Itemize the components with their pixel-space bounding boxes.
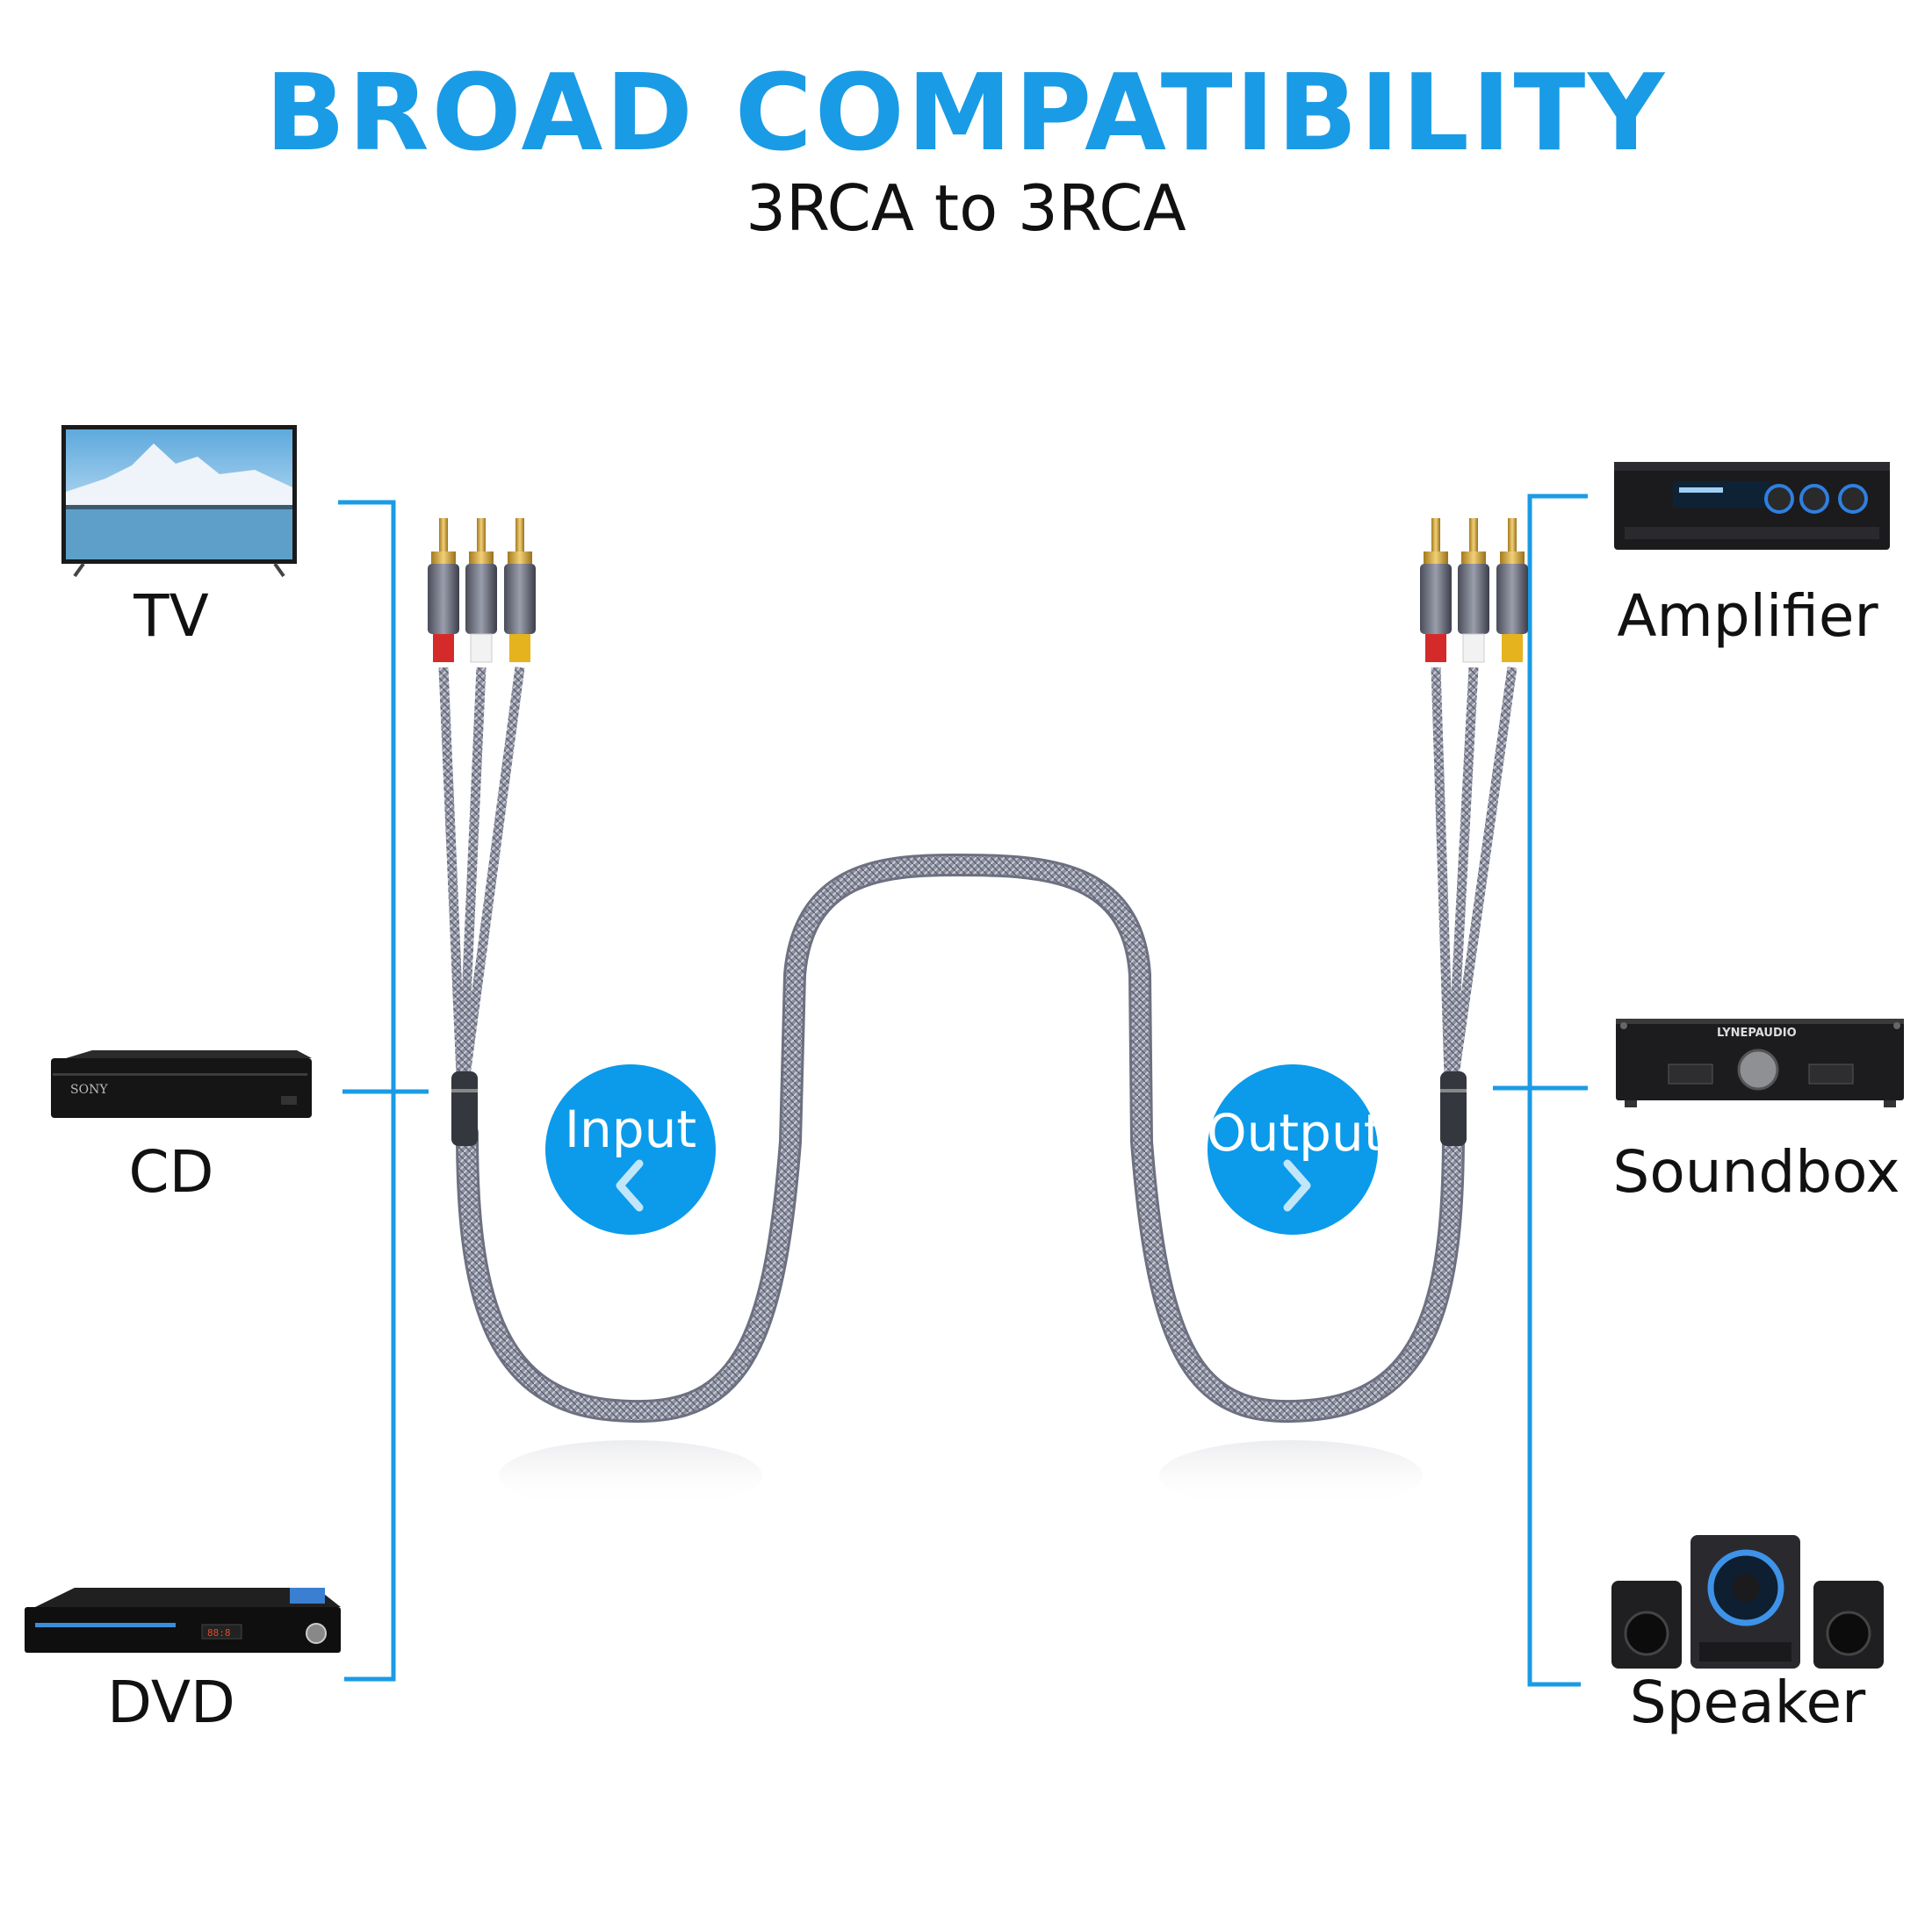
device-label-cd: CD — [128, 1138, 214, 1206]
right-branches — [1431, 667, 1517, 1077]
left-branches — [438, 667, 525, 1077]
output-label: Output — [1207, 1103, 1384, 1163]
page-subtitle: 3RCA to 3RCA — [746, 171, 1186, 245]
left-rca-plugs — [428, 518, 536, 663]
chevron-right-icon — [1283, 1159, 1311, 1212]
cd-player-icon: SONY — [51, 1050, 312, 1118]
device-label-amplifier: Amplifier — [1617, 582, 1878, 650]
left-splitter — [451, 1071, 478, 1146]
svg-text:88:8: 88:8 — [207, 1627, 231, 1639]
device-label-speaker: Speaker — [1629, 1669, 1866, 1736]
rca-cable — [456, 853, 1465, 1424]
cable-reflection — [499, 1440, 762, 1510]
svg-text:LYNEPAUDIO: LYNEPAUDIO — [1717, 1027, 1797, 1040]
dvd-player-icon: 88:8 — [25, 1588, 341, 1653]
left-bracket — [338, 500, 429, 1682]
amplifier-icon — [1614, 462, 1890, 550]
right-rca-plugs — [1420, 518, 1528, 663]
device-label-soundbox: Soundbox — [1612, 1138, 1900, 1206]
input-bubble — [545, 1064, 716, 1235]
soundbox-icon: LYNEPAUDIO — [1616, 1019, 1904, 1107]
speaker-icon — [1611, 1535, 1884, 1669]
page-title: BROAD COMPATIBILITY — [264, 53, 1668, 175]
right-bracket — [1493, 494, 1588, 1687]
device-label-dvd: DVD — [107, 1669, 235, 1736]
output-bubble — [1208, 1064, 1378, 1235]
device-label-tv: TV — [133, 582, 209, 650]
tv-icon — [61, 425, 297, 578]
cable-reflection — [1159, 1440, 1423, 1510]
input-label: Input — [564, 1099, 697, 1159]
right-splitter — [1440, 1071, 1467, 1146]
svg-text:SONY: SONY — [70, 1083, 108, 1097]
chevron-left-icon — [616, 1159, 644, 1212]
